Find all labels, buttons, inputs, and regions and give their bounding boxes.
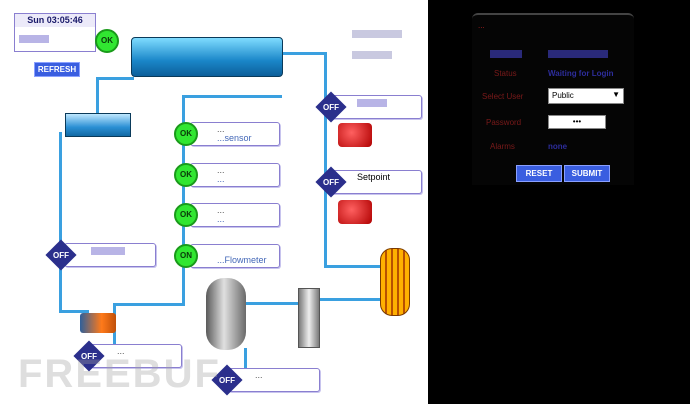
pump-icon [80, 313, 116, 333]
pump-icon [338, 123, 372, 147]
device-card: ... [228, 368, 320, 392]
clock-text: Sun 03:05:46 [15, 14, 95, 27]
state-label: OFF [323, 178, 339, 187]
status-value: Waiting for Login [548, 69, 614, 78]
sensor-card: ...... [190, 203, 280, 227]
pipe [182, 95, 185, 305]
flow-card: ...Flowmeter [190, 244, 280, 268]
pipe [324, 265, 380, 268]
ok-state-icon[interactable]: OK [174, 203, 198, 227]
top-tank [131, 37, 283, 77]
sensor-card: ...... [190, 163, 280, 187]
pipe [182, 95, 282, 98]
user-select[interactable]: Public ▼ [548, 88, 624, 104]
pipe [59, 132, 62, 312]
pipe [278, 52, 326, 55]
state-label: OFF [323, 103, 339, 112]
pipe [244, 348, 247, 374]
reset-button[interactable]: RESET [516, 165, 562, 182]
state-label: OFF [81, 352, 97, 361]
submit-button[interactable]: SUBMIT [564, 165, 610, 182]
pipe [246, 302, 298, 305]
pipe [96, 77, 99, 113]
login-panel: ... Status Waiting for Login Select User… [472, 13, 634, 185]
password-input[interactable]: ••• [548, 115, 606, 129]
header-card-label [19, 34, 49, 43]
pipe [96, 77, 134, 80]
login-header-blur [490, 45, 609, 63]
on-state-icon[interactable]: ON [174, 244, 198, 268]
vessel [206, 278, 246, 350]
refresh-button[interactable]: REFRESH [34, 62, 80, 77]
hmi-diagram: Sun 03:05:46 OK REFRESH OFF ......sensor… [0, 0, 428, 404]
alarms-value: none [548, 142, 568, 151]
pipe [59, 310, 89, 313]
ok-state-icon[interactable]: OK [174, 122, 198, 146]
login-title: ... [478, 21, 485, 30]
clock-panel: Sun 03:05:46 [14, 13, 96, 52]
pump-icon [338, 200, 372, 224]
watermark: FREEBUF [18, 352, 221, 396]
password-label: Password [486, 118, 522, 127]
sensor-card: ......sensor [190, 122, 280, 146]
valve-card [64, 243, 156, 267]
column [298, 288, 320, 348]
chevron-down-icon: ▼ [612, 90, 620, 99]
pipe [115, 303, 185, 306]
state-label: OFF [53, 251, 69, 260]
brand-label [352, 25, 402, 61]
pipe [324, 52, 327, 267]
pipe [318, 298, 380, 301]
user-select-value: Public [552, 91, 574, 100]
ok-state-icon[interactable]: OK [174, 163, 198, 187]
device-card: ... [90, 344, 182, 368]
alarms-label: Alarms [490, 142, 515, 151]
status-label: Status [494, 69, 517, 78]
heat-exchanger [380, 248, 410, 316]
select-user-label: Select User [482, 92, 524, 101]
state-label: OFF [219, 376, 235, 385]
status-ok-indicator: OK [95, 29, 119, 53]
small-tank [65, 113, 131, 137]
